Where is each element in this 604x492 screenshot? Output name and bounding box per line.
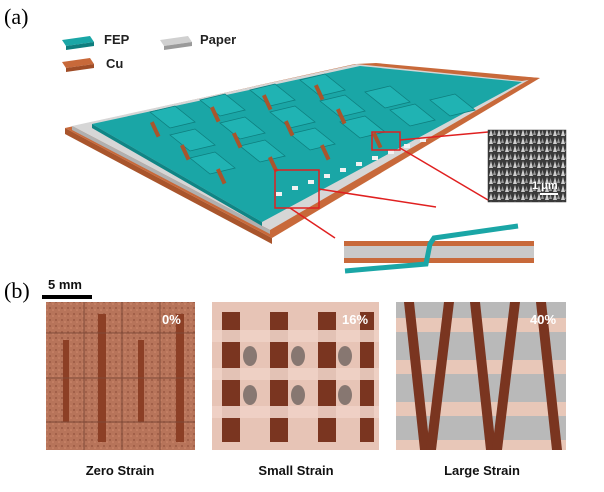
- sem-inset: [487, 129, 567, 203]
- panel-label-a: (a): [4, 4, 29, 29]
- photo-zero-strain: [46, 302, 195, 450]
- legend-label-paper: Paper: [200, 32, 237, 47]
- legend-swatches: [62, 36, 192, 72]
- xsec-paper: [344, 246, 534, 258]
- paper-swatch: [160, 36, 192, 46]
- caption-large-strain: Large Strain: [444, 463, 520, 478]
- device-illustration: [65, 63, 540, 244]
- xsec-cu-bottom: [344, 258, 534, 263]
- strain-label-small: 16%: [342, 312, 369, 327]
- xsec-cu-top: [344, 241, 534, 246]
- scale-bar-label: 5 mm: [48, 277, 82, 292]
- caption-zero-strain: Zero Strain: [85, 463, 155, 478]
- sem-scale-label: 1 μm: [532, 180, 558, 192]
- front-edge-steps: [276, 138, 426, 196]
- strain-label-large: 40%: [530, 312, 557, 327]
- strain-label-zero: 0%: [162, 312, 181, 327]
- cu-swatch: [62, 58, 94, 68]
- legend-label-cu: Cu: [106, 56, 124, 71]
- cross-section-diagram: [344, 223, 534, 274]
- xsec-fep: [344, 223, 519, 274]
- photo-large-strain: [396, 302, 566, 450]
- caption-small-strain: Small Strain: [258, 463, 334, 478]
- fep-swatch: [62, 36, 94, 46]
- cu-top-stripe: [356, 63, 540, 81]
- legend-label-fep: FEP: [104, 32, 130, 47]
- panel-label-b: (b): [4, 278, 30, 303]
- callout-boxes: [274, 131, 489, 239]
- kirigami-tiles: [149, 73, 476, 175]
- photo-small-strain: [212, 302, 379, 450]
- scale-bar: [42, 295, 92, 299]
- callout-box-right: [371, 131, 401, 151]
- copper-slits: [150, 84, 383, 185]
